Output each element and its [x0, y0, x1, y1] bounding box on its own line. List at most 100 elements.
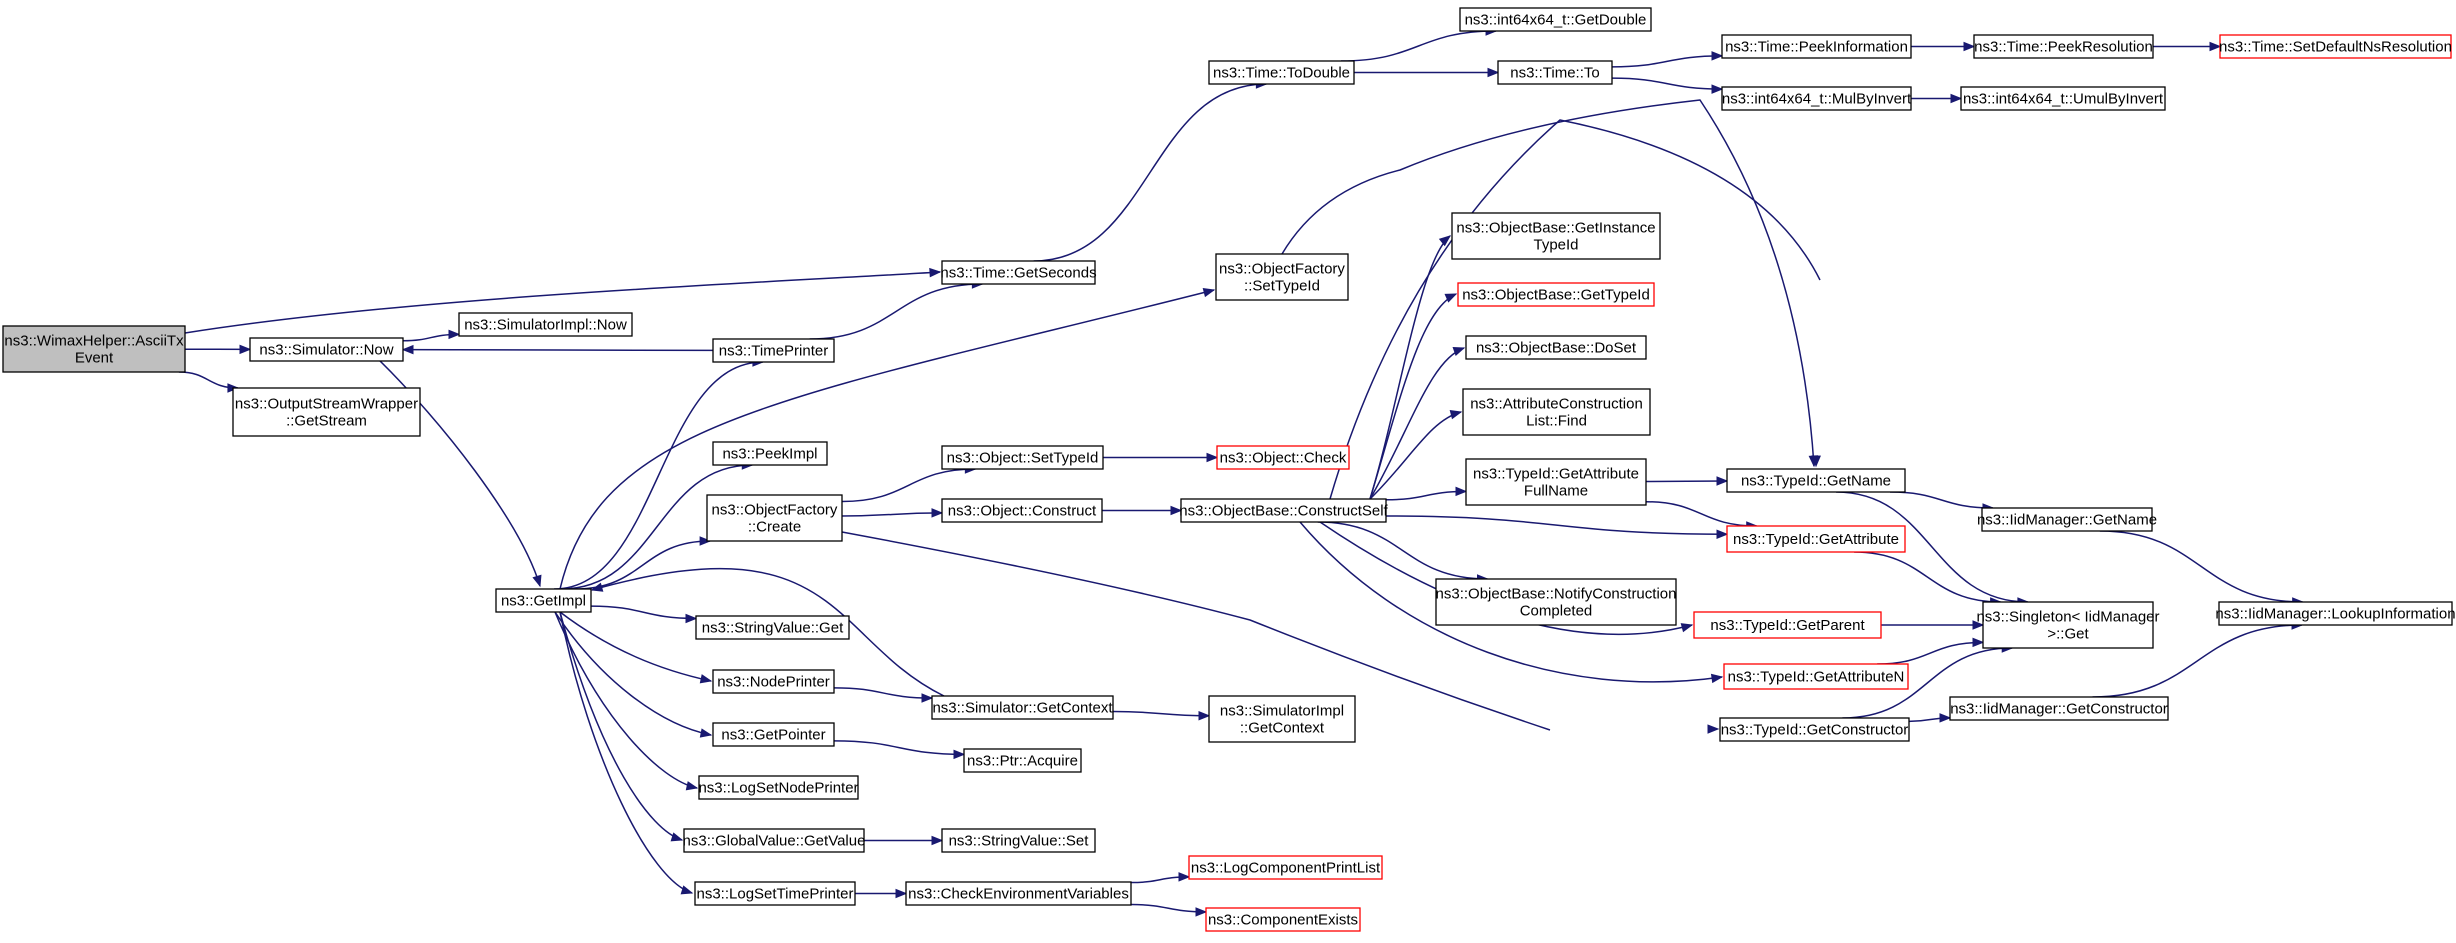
node-label: FullName [1524, 483, 1588, 500]
node-label: ns3::GlobalValue::GetValue [683, 833, 866, 850]
node-tidgetparent[interactable]: ns3::TypeId::GetParent [1693, 611, 1882, 639]
node-box [1726, 468, 1906, 493]
node-box [1462, 388, 1651, 436]
edge-line [841, 512, 943, 517]
node-logsettime[interactable]: ns3::LogSetTimePrinter [694, 881, 856, 906]
edge-line [1645, 500, 1757, 527]
arrowhead [1449, 410, 1463, 420]
node-tidgetattr[interactable]: ns3::TypeId::GetAttribute [1726, 525, 1906, 553]
node-logsetnode[interactable]: ns3::LogSetNodePrinter [698, 775, 859, 800]
edge-timeto-to-mulbyinvert [1611, 77, 1724, 94]
node-obdoset[interactable]: ns3::ObjectBase::DoSet [1465, 335, 1647, 360]
edge-timeprinter-to-timegetsec [809, 279, 984, 340]
node-box [2218, 601, 2453, 626]
node-timegetsec[interactable]: ns3::Time::GetSeconds [940, 260, 1097, 285]
node-ofcreate[interactable]: ns3::ObjectFactory::Create [706, 494, 843, 542]
edge-line [1611, 77, 1723, 90]
node-simgetctx[interactable]: ns3::Simulator::GetContext [931, 695, 1114, 720]
node-mulbyinvert[interactable]: ns3::int64x64_t::MulByInvert [1721, 86, 1912, 111]
node-logcompprint[interactable]: ns3::LogComponentPrintList [1188, 855, 1383, 880]
node-iidgetctor[interactable]: ns3::IidManager::GetConstructor [1949, 696, 2169, 721]
arrowhead [1972, 620, 1985, 630]
arrowhead [895, 888, 908, 899]
edge-line [590, 605, 697, 620]
node-getpointer[interactable]: ns3::GetPointer [712, 722, 835, 747]
arrowhead [1811, 455, 1821, 468]
node-singletonget[interactable]: ns3::Singleton< IidManager >::Get [1976, 601, 2160, 649]
node-setdefaultns[interactable]: ns3::Time::SetDefaultNsResolution [2219, 34, 2452, 59]
arrowhead [401, 344, 414, 355]
node-iidgetname[interactable]: ns3::IidManager::GetName [1977, 507, 2157, 532]
node-svget[interactable]: ns3::StringValue::Get [695, 615, 850, 640]
edge-line [559, 611, 693, 894]
node-checkenv[interactable]: ns3::CheckEnvironmentVariables [905, 881, 1132, 906]
node-svset[interactable]: ns3::StringValue::Set [941, 828, 1096, 853]
node-label: ::SetTypeId [1244, 278, 1320, 295]
edge-line [559, 289, 1215, 590]
node-osw[interactable]: ns3::OutputStreamWrapper::GetStream [232, 387, 421, 437]
arrowhead [1972, 637, 1985, 648]
edge-getimpl-to-svget [590, 605, 698, 624]
node-objconstruct[interactable]: ns3::Object::Construct [941, 498, 1103, 523]
edge-line [833, 740, 965, 756]
node-tidgetctor[interactable]: ns3::TypeId::GetConstructor [1719, 717, 1910, 742]
node-peekres[interactable]: ns3::Time::PeekResolution [1973, 34, 2154, 59]
node-obgettypeid[interactable]: ns3::ObjectBase::GetTypeId [1457, 282, 1655, 307]
node-box [1457, 282, 1655, 307]
node-box [1981, 507, 2153, 532]
node-nodeprinter[interactable]: ns3::NodePrinter [712, 669, 835, 694]
node-label: ns3::Object::Construct [948, 503, 1097, 520]
node-getimpl[interactable]: ns3::GetImpl [495, 588, 592, 613]
node-obnotify[interactable]: ns3::ObjectBase::NotifyConstructionCompl… [1435, 578, 1677, 626]
edge-line [1281, 99, 1815, 467]
node-simnow[interactable]: ns3::Simulator::Now [249, 337, 404, 362]
edge-line [841, 531, 1551, 731]
node-peekinfo[interactable]: ns3::Time::PeekInformation [1721, 34, 1912, 59]
node-label: ns3::LogSetTimePrinter [696, 886, 853, 903]
node-objsettypeid[interactable]: ns3::Object::SetTypeId [941, 445, 1104, 470]
node-simimplgetctx[interactable]: ns3::SimulatorImpl::GetContext [1208, 695, 1356, 743]
node-label: List::Find [1526, 413, 1587, 430]
edge-line [1890, 491, 1993, 509]
node-int64getdouble[interactable]: ns3::int64x64_t::GetDouble [1459, 7, 1652, 32]
node-simimplnow[interactable]: ns3::SimulatorImpl::Now [458, 312, 633, 337]
node-timeprinter[interactable]: ns3::TimePrinter [712, 338, 835, 363]
arrowhead [1716, 476, 1729, 486]
node-box [1216, 445, 1350, 470]
edge-line [833, 687, 933, 699]
edge-timegetsec-to-todouble [1033, 79, 1268, 262]
node-peekimpl[interactable]: ns3::PeekImpl [712, 441, 828, 466]
edge-simgetctx-to-simimplgetctx [1112, 710, 1211, 721]
node-tidgetname[interactable]: ns3::TypeId::GetName [1726, 468, 1906, 493]
node-timeto[interactable]: ns3::Time::To [1497, 60, 1613, 85]
arrowhead [1711, 84, 1724, 94]
node-umulbyinvert[interactable]: ns3::int64x64_t::UmulByInvert [1960, 86, 2166, 111]
node-box [1435, 578, 1677, 626]
node-lookupinfo[interactable]: ns3::IidManager::LookupInformation [2215, 601, 2456, 626]
node-objcheck[interactable]: ns3::Object::Check [1216, 445, 1350, 470]
arrowhead [1455, 486, 1468, 497]
node-box [1973, 34, 2154, 59]
node-obconstructself[interactable]: ns3::ObjectBase::ConstructSelf [1179, 498, 1389, 523]
node-gvgetvalue[interactable]: ns3::GlobalValue::GetValue [683, 828, 866, 853]
node-label: ns3::TypeId::GetAttribute [1473, 466, 1639, 483]
node-tidgetattrn[interactable]: ns3::TypeId::GetAttributeN [1723, 663, 1909, 690]
edge-line [2099, 530, 2303, 603]
node-box [1693, 611, 1882, 639]
node-compexists[interactable]: ns3::ComponentExists [1205, 907, 1361, 932]
edge-line [1385, 515, 1728, 535]
node-box [2219, 34, 2452, 59]
node-box [1719, 717, 1910, 742]
node-ptracquire[interactable]: ns3::Ptr::Acquire [963, 748, 1082, 773]
node-label: ns3::OutputStreamWrapper [235, 396, 418, 413]
edge-objconstruct-to-obconstructself [1102, 505, 1183, 516]
edge-todouble-to-int64getdouble [1340, 26, 1498, 62]
node-todouble[interactable]: ns3::Time::ToDouble [1208, 60, 1355, 85]
node-ofsettypeid[interactable]: ns3::ObjectFactory::SetTypeId [1215, 253, 1349, 301]
edge-root-to-timegetsec [184, 267, 942, 334]
node-box [712, 669, 835, 694]
